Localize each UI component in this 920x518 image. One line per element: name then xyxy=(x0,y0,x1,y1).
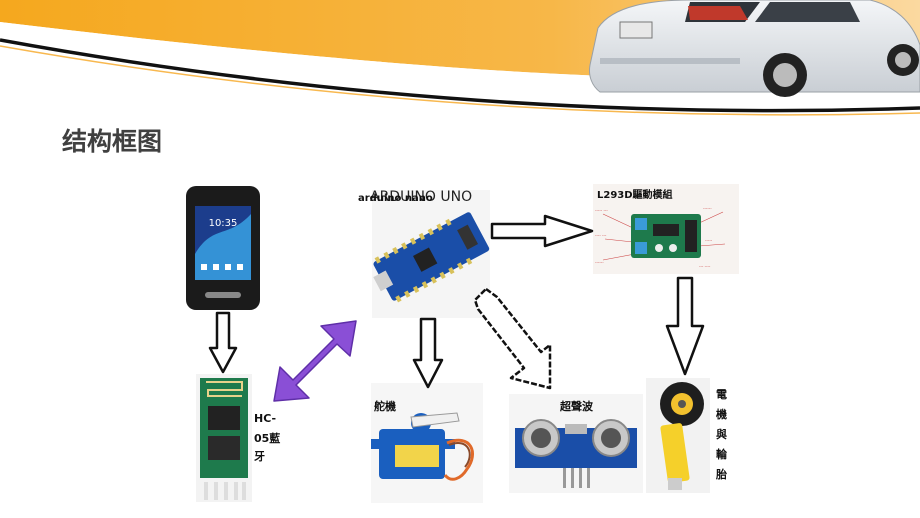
label-motor-char-4: 輪 xyxy=(716,448,727,461)
svg-text:10:35: 10:35 xyxy=(209,218,238,229)
svg-text:------: ------ xyxy=(595,260,604,265)
label-motor-char-3: 與 xyxy=(716,428,727,441)
svg-text:------: ------ xyxy=(703,206,712,211)
banner-black-line xyxy=(0,38,920,113)
svg-text:--- ----: --- ---- xyxy=(699,264,711,269)
label-hc05-line3: 牙 xyxy=(254,450,265,463)
l293d-image: ----- ------- --------- -------------- -… xyxy=(593,184,739,274)
label-motor-char-2: 機 xyxy=(716,408,727,421)
label-hc05-line2: 05藍 xyxy=(254,432,281,445)
page-title: 结构框图 xyxy=(62,127,163,156)
arrow-nano-to-ultrasonic xyxy=(473,287,552,390)
ultrasonic-image xyxy=(509,394,643,493)
arrow-nano-to-servo xyxy=(412,317,444,389)
svg-text:---- ---: ---- --- xyxy=(595,233,607,238)
svg-text:-----: ----- xyxy=(705,238,713,243)
label-arduino-nano: arduino nano xyxy=(358,193,433,204)
car-image xyxy=(589,0,920,97)
arrow-l293d-to-motor xyxy=(665,276,705,376)
phone-image: 10:35 xyxy=(183,184,263,312)
label-motor-char-5: 胎 xyxy=(716,468,727,481)
arrow-bt-nano-bidirectional xyxy=(273,320,357,402)
label-l293d: L293D驅動模組 xyxy=(597,190,673,201)
header-banner xyxy=(0,0,920,116)
label-motor-char-1: 電 xyxy=(716,388,727,401)
label-arduino-uno: ARDUINO UNO xyxy=(370,189,473,205)
motor-wheel-image xyxy=(646,378,710,493)
label-ultrasonic: 超聲波 xyxy=(560,400,593,413)
arduino-nano-image xyxy=(372,190,490,318)
label-servo: 舵機 xyxy=(374,400,396,413)
hc05-image xyxy=(196,374,252,502)
label-hc05-line1: HC- xyxy=(254,412,277,425)
arrow-phone-to-bt xyxy=(208,311,238,374)
arrow-nano-to-l293d xyxy=(490,214,594,248)
servo-image xyxy=(371,383,483,503)
svg-text:----- ---: ----- --- xyxy=(595,208,608,213)
